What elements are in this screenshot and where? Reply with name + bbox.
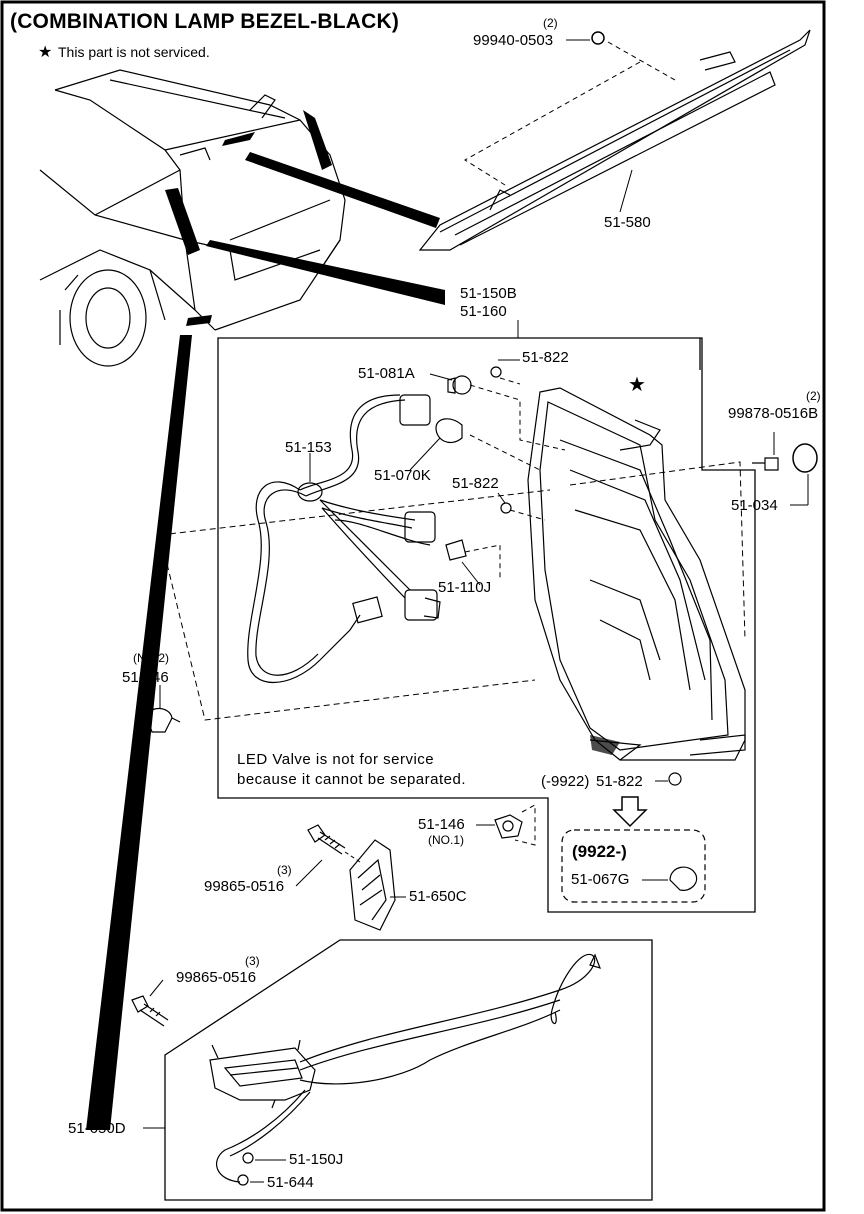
label-51-644: 51-644 xyxy=(267,1174,314,1191)
label-51-822-c-range: (-9922) xyxy=(541,773,590,790)
diagram-border xyxy=(0,0,826,1212)
leader-line xyxy=(149,979,164,997)
label-51-160: 51-160 xyxy=(460,303,507,320)
leader-line xyxy=(295,859,323,887)
socket-51-146-no1 xyxy=(494,814,523,839)
label-9922-range: (9922-) xyxy=(572,842,627,861)
label-51-146-no1: 51-146 xyxy=(418,816,465,833)
label-51-822-a: 51-822 xyxy=(522,349,569,366)
star-icon: ★ xyxy=(38,44,53,61)
label-99865-0516-b: 99865-0516 xyxy=(176,969,257,986)
car-tail-lamp-shape xyxy=(165,188,200,255)
label-99865-0516-a: 99865-0516 xyxy=(204,878,285,895)
label-51-150J: 51-150J xyxy=(289,1151,344,1168)
leader-line xyxy=(429,373,453,381)
bolt-99865-b xyxy=(131,995,169,1027)
dashed-guide xyxy=(344,851,361,863)
screw-99878 xyxy=(752,457,779,471)
label-99865-b-qty: (3) xyxy=(245,954,260,968)
label-51-150B: 51-150B xyxy=(460,285,517,302)
label-51-146-no2: 51-146 xyxy=(122,669,169,686)
bolt-99865-a xyxy=(307,824,346,855)
car-reflector-shape xyxy=(186,315,212,326)
variant-box-9922 xyxy=(561,829,706,903)
label-51-110J: 51-110J xyxy=(438,579,492,596)
label-99878-qty: (2) xyxy=(806,389,821,403)
socket-51-146-no2 xyxy=(147,707,181,733)
label-51-070K: 51-070K xyxy=(374,467,431,484)
high-mount-stop-lamp xyxy=(418,29,811,251)
label-51-153: 51-153 xyxy=(285,439,332,456)
leader-line xyxy=(497,492,506,504)
screw-99940 xyxy=(591,31,605,45)
label-99865-a-qty: (3) xyxy=(277,863,292,877)
leader-line xyxy=(409,437,441,471)
bracket-51-650C xyxy=(349,839,396,931)
car-tail-lamp-shape xyxy=(303,110,332,170)
dashed-guide xyxy=(607,41,676,81)
page-title: (COMBINATION LAMP BEZEL-BLACK) xyxy=(10,10,400,33)
dashed-guide xyxy=(464,61,641,186)
lamp-reflector xyxy=(590,735,620,755)
label-51-067G: 51-067G xyxy=(571,871,630,888)
assembly-box xyxy=(217,337,756,913)
label-51-580: 51-580 xyxy=(604,214,651,231)
led-note-line: because it cannot be separated. xyxy=(237,771,466,788)
leader-line xyxy=(619,169,633,213)
car-high-mount-shape xyxy=(222,132,255,146)
led-note-line: LED Valve is not for service xyxy=(237,751,435,768)
cap-51034 xyxy=(792,443,818,473)
label-51-650C: 51-650C xyxy=(409,888,467,905)
leader-wedge xyxy=(206,240,445,305)
dashed-guide xyxy=(464,377,566,580)
label-51-822-c: 51-822 xyxy=(596,773,643,790)
label-51-146-no1-qty: (NO.1) xyxy=(428,833,464,847)
lower-assembly-box xyxy=(164,939,653,1201)
star-icon: ★ xyxy=(628,374,646,396)
dashed-guide xyxy=(514,804,536,846)
label-51-146-no2-qty: (NO.2) xyxy=(133,651,169,665)
label-51-822-b: 51-822 xyxy=(452,475,499,492)
rear-combination-lamp xyxy=(527,387,746,761)
not-serviced-note: This part is not serviced. xyxy=(58,44,210,60)
leader-wedge xyxy=(86,335,192,1130)
wiring-harness xyxy=(247,394,441,683)
mounting-guide xyxy=(159,461,746,721)
label-99940-0503: 99940-0503 xyxy=(473,32,554,49)
label-99878-0516B: 99878-0516B xyxy=(728,405,819,422)
label-99940-qty: (2) xyxy=(543,16,558,30)
label-51-650D: 51-650D xyxy=(68,1120,126,1137)
label-51-081A: 51-081A xyxy=(358,365,415,382)
bulb-51-067G xyxy=(669,866,698,891)
leader-line xyxy=(461,561,481,586)
leader-wedge xyxy=(245,152,440,228)
label-51-034: 51-034 xyxy=(731,497,778,514)
reflector-51-650D xyxy=(209,953,601,1186)
led-valve-note: LED Valve is not for service because it … xyxy=(237,750,466,790)
bulbs xyxy=(435,366,682,786)
vehicle-rear-illustration xyxy=(39,69,346,367)
arrow-down-icon xyxy=(612,796,648,828)
